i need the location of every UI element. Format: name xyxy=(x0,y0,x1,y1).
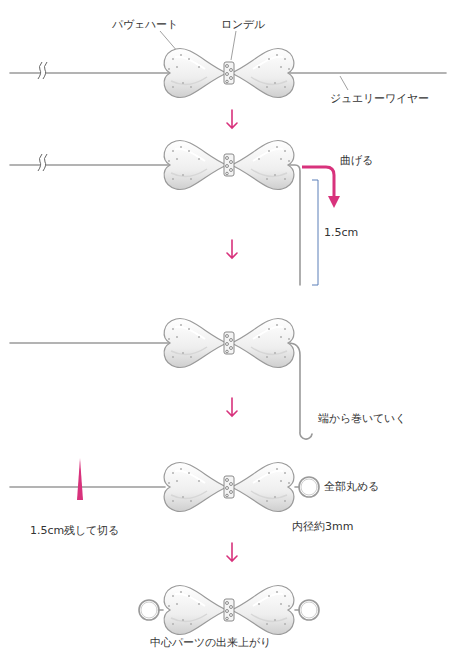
pave-heart xyxy=(164,318,227,367)
step-note: 全部丸める xyxy=(324,480,379,493)
pave-heart xyxy=(231,48,294,97)
dimension: 1.5cm xyxy=(324,226,358,239)
bead-bow xyxy=(164,585,294,634)
rondel-bead xyxy=(224,332,234,354)
step-note: 曲げる xyxy=(340,154,373,167)
pave-heart xyxy=(164,585,227,634)
step-note: 1.5cm残して切る xyxy=(30,524,119,537)
rondel-bead xyxy=(224,599,234,621)
part-label: ジュエリーワイヤー xyxy=(330,92,429,105)
step-note: 端から巻いていく xyxy=(318,412,406,425)
bead-bow xyxy=(164,462,294,511)
pave-heart xyxy=(231,140,294,189)
dimension: 内径約3mm xyxy=(292,520,353,533)
pave-heart xyxy=(164,48,227,97)
pave-heart xyxy=(164,462,227,511)
part-label: パヴェハート xyxy=(112,18,178,31)
bead-bow xyxy=(164,318,294,367)
rondel-bead xyxy=(224,154,234,176)
bead-bow xyxy=(164,140,294,189)
rondel-bead xyxy=(224,476,234,498)
pave-heart xyxy=(164,140,227,189)
bead-bow xyxy=(164,48,294,97)
pave-heart xyxy=(231,585,294,634)
part-label: ロンデル xyxy=(221,18,265,31)
pave-heart xyxy=(231,462,294,511)
pave-heart xyxy=(231,318,294,367)
rondel-bead xyxy=(224,62,234,84)
caption-note: 中心パーツの出来上がり xyxy=(150,636,271,649)
